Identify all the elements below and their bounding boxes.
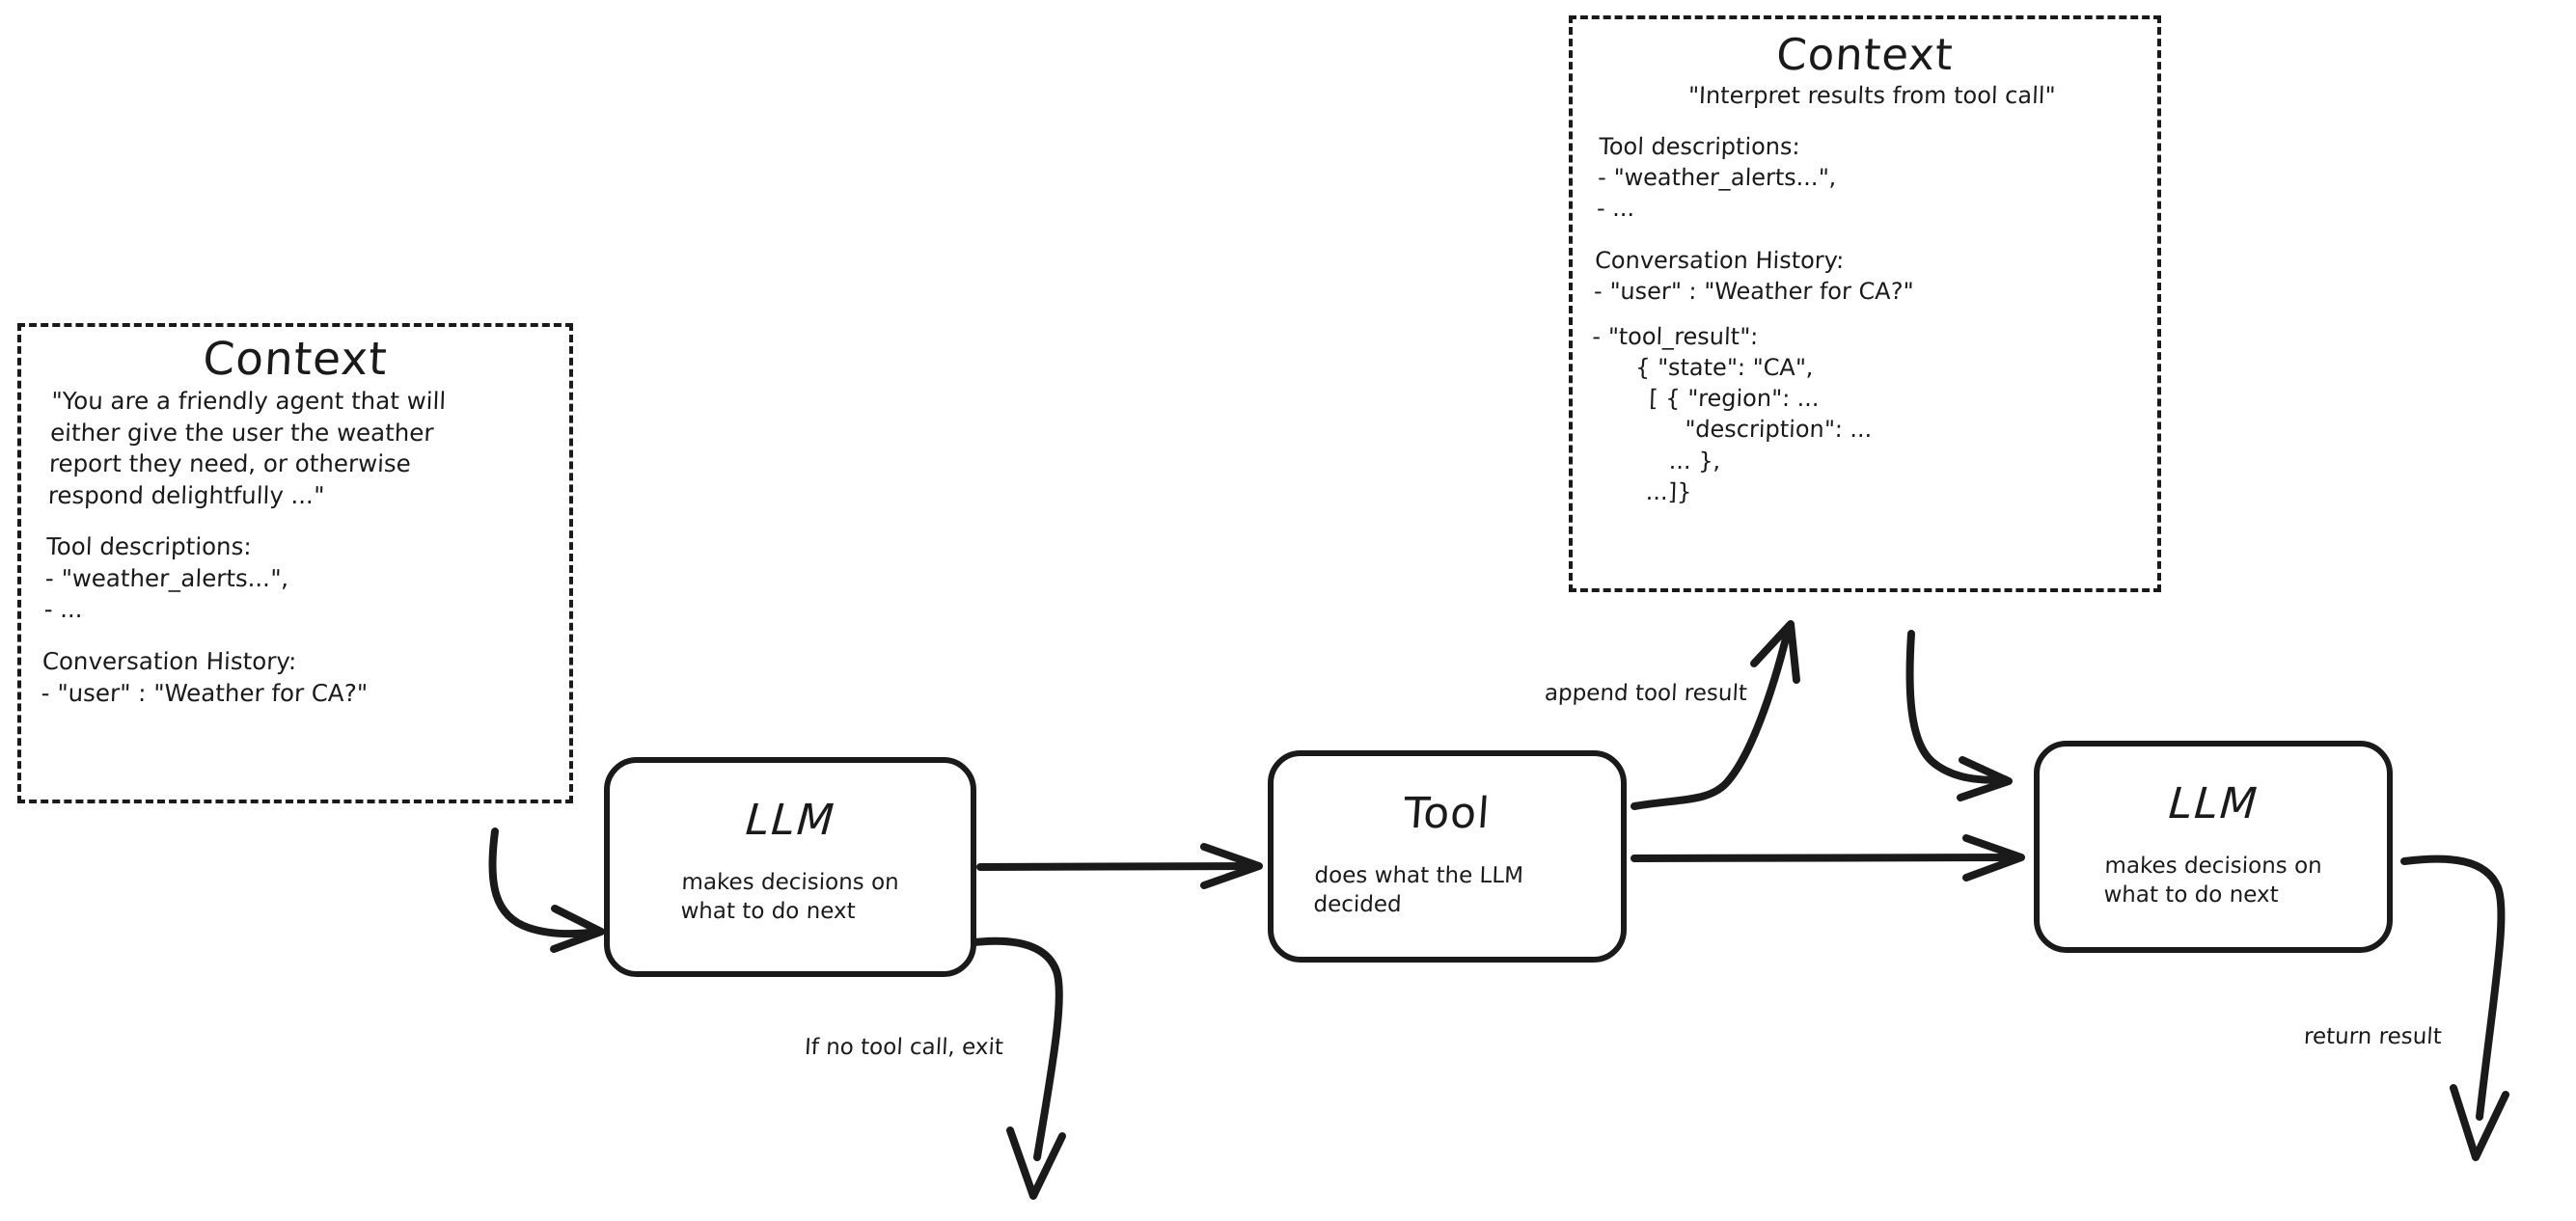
context-right-history-item-0: - "user" : "Weather for CA?": [1593, 277, 1914, 305]
node-llm-first-title: LLM: [743, 796, 837, 845]
node-tool[interactable]: Tool does what the LLM decided: [1268, 750, 1627, 963]
context-left-tool-item-0: - "weather_alerts...",: [44, 563, 289, 592]
node-llm-second-subtitle: makes decisions on what to do next: [2103, 854, 2323, 909]
context-right-body: "Interpret results from tool call" Tool …: [1565, 80, 2164, 507]
context-right-tool-result-label: - "tool_result":: [1591, 322, 1759, 350]
context-right-history-header: Conversation History:: [1594, 246, 1845, 274]
edge-context-to-llm: [488, 828, 605, 953]
edge-label-return-result: return result: [2303, 1024, 2443, 1049]
node-tool-subtitle: does what the LLM decided: [1313, 863, 1524, 918]
context-right-system-prompt: "Interpret results from tool call": [1687, 82, 2056, 109]
edge-tool-append-result: [1631, 620, 1800, 810]
context-box-right: Context "Interpret results from tool cal…: [1569, 15, 2161, 592]
context-left-tool-item-1: - ...: [43, 595, 84, 624]
node-llm-second-title: LLM: [2166, 779, 2261, 828]
context-left-system-prompt: "You are a friendly agent that will eith…: [47, 387, 447, 509]
edge-llm2-return: [2400, 855, 2509, 1161]
context-right-title: Context: [1774, 29, 1956, 80]
node-llm-second[interactable]: LLM makes decisions on what to do next: [2034, 741, 2393, 953]
context-right-tool-header: Tool descriptions:: [1598, 133, 1801, 161]
context-right-tool-result-body: { "state": "CA", [ { "region": ... "desc…: [1586, 354, 1873, 505]
context-left-body: "You are a friendly agent that will eith…: [15, 386, 575, 709]
edge-llm-exit: [963, 936, 1066, 1200]
node-llm-first[interactable]: LLM makes decisions on what to do next: [604, 757, 976, 977]
context-left-history-item-0: - "user" : "Weather for CA?": [41, 678, 369, 707]
context-left-title: Context: [201, 333, 390, 386]
node-llm-first-subtitle: makes decisions on what to do next: [680, 870, 900, 925]
edge-context-to-llm2: [1905, 630, 2013, 801]
edge-label-llm-exit: If no tool call, exit: [804, 1035, 1004, 1060]
node-tool-title: Tool: [1402, 789, 1493, 838]
context-left-tool-header: Tool descriptions:: [45, 532, 253, 561]
edge-llm-to-tool: [976, 843, 1263, 889]
context-box-left: Context "You are a friendly agent that w…: [17, 323, 573, 803]
context-right-tool-item-1: - ...: [1596, 195, 1635, 223]
edge-tool-to-llm2: [1631, 834, 2025, 882]
edge-label-append-tool-result: append tool result: [1544, 681, 1748, 706]
context-right-tool-item-0: - "weather_alerts...",: [1597, 164, 1837, 192]
context-left-history-header: Conversation History:: [41, 647, 297, 676]
